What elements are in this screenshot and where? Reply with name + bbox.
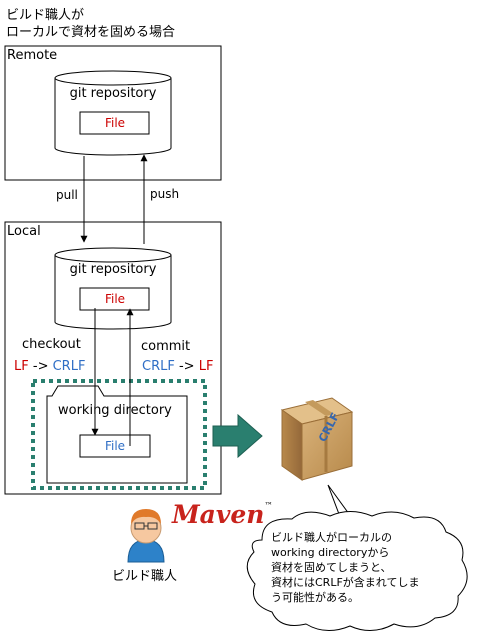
- callout-line-2: working directoryから: [271, 546, 390, 559]
- local-label: Local: [7, 224, 41, 239]
- builder-person-icon: [127, 509, 165, 563]
- build-arrow: [212, 413, 263, 459]
- callout-bubble: [246, 484, 468, 631]
- remote-file-label: File: [104, 116, 126, 130]
- checkout-conversion: LF -> CRLF: [14, 359, 85, 374]
- checkout-arrow-text: ->: [32, 359, 49, 374]
- local-file-label: File: [104, 292, 126, 306]
- maven-logo: Maven™: [172, 500, 272, 529]
- callout-text: ビルド職人がローカルの working directoryから 資材を固めてしま…: [271, 530, 461, 605]
- builder-name: ビルド職人: [112, 569, 178, 584]
- checkout-label: checkout: [22, 337, 81, 352]
- callout-line-1: ビルド職人がローカルの: [271, 531, 392, 544]
- package-box-icon: [280, 397, 354, 481]
- callout-line-5: う可能性がある。: [271, 591, 359, 604]
- workdir-file-label: File: [104, 439, 126, 453]
- title-line-1: ビルド職人が: [6, 8, 85, 23]
- push-label: push: [150, 187, 180, 201]
- remote-frame: [4, 45, 222, 181]
- commit-arrow-text: ->: [178, 359, 195, 374]
- title-line-2: ローカルで資材を固める場合: [6, 25, 176, 40]
- commit-from: CRLF: [142, 359, 175, 374]
- commit-conversion: CRLF -> LF: [142, 359, 213, 374]
- maven-logo-text: Maven: [172, 500, 265, 529]
- callout-line-3: 資材を固めてしまうと、: [271, 561, 392, 574]
- maven-trademark: ™: [264, 500, 273, 510]
- workdir-highlight: [31, 379, 207, 490]
- workdir-file-box: [79, 434, 151, 458]
- workdir-label: working directory: [58, 403, 172, 418]
- local-file-box: [79, 287, 150, 311]
- local-frame: [4, 221, 222, 495]
- checkout-to: CRLF: [52, 359, 86, 374]
- pull-label: pull: [56, 188, 78, 202]
- remote-file-box: [79, 111, 150, 135]
- checkout-from: LF: [14, 359, 29, 374]
- commit-to: LF: [198, 359, 214, 374]
- commit-label: commit: [141, 339, 191, 354]
- callout-line-4: 資材にはCRLFが含まれてしま: [271, 576, 420, 589]
- local-repo-label: git repository: [69, 262, 157, 277]
- remote-repo-label: git repository: [69, 86, 157, 101]
- remote-label: Remote: [7, 48, 58, 63]
